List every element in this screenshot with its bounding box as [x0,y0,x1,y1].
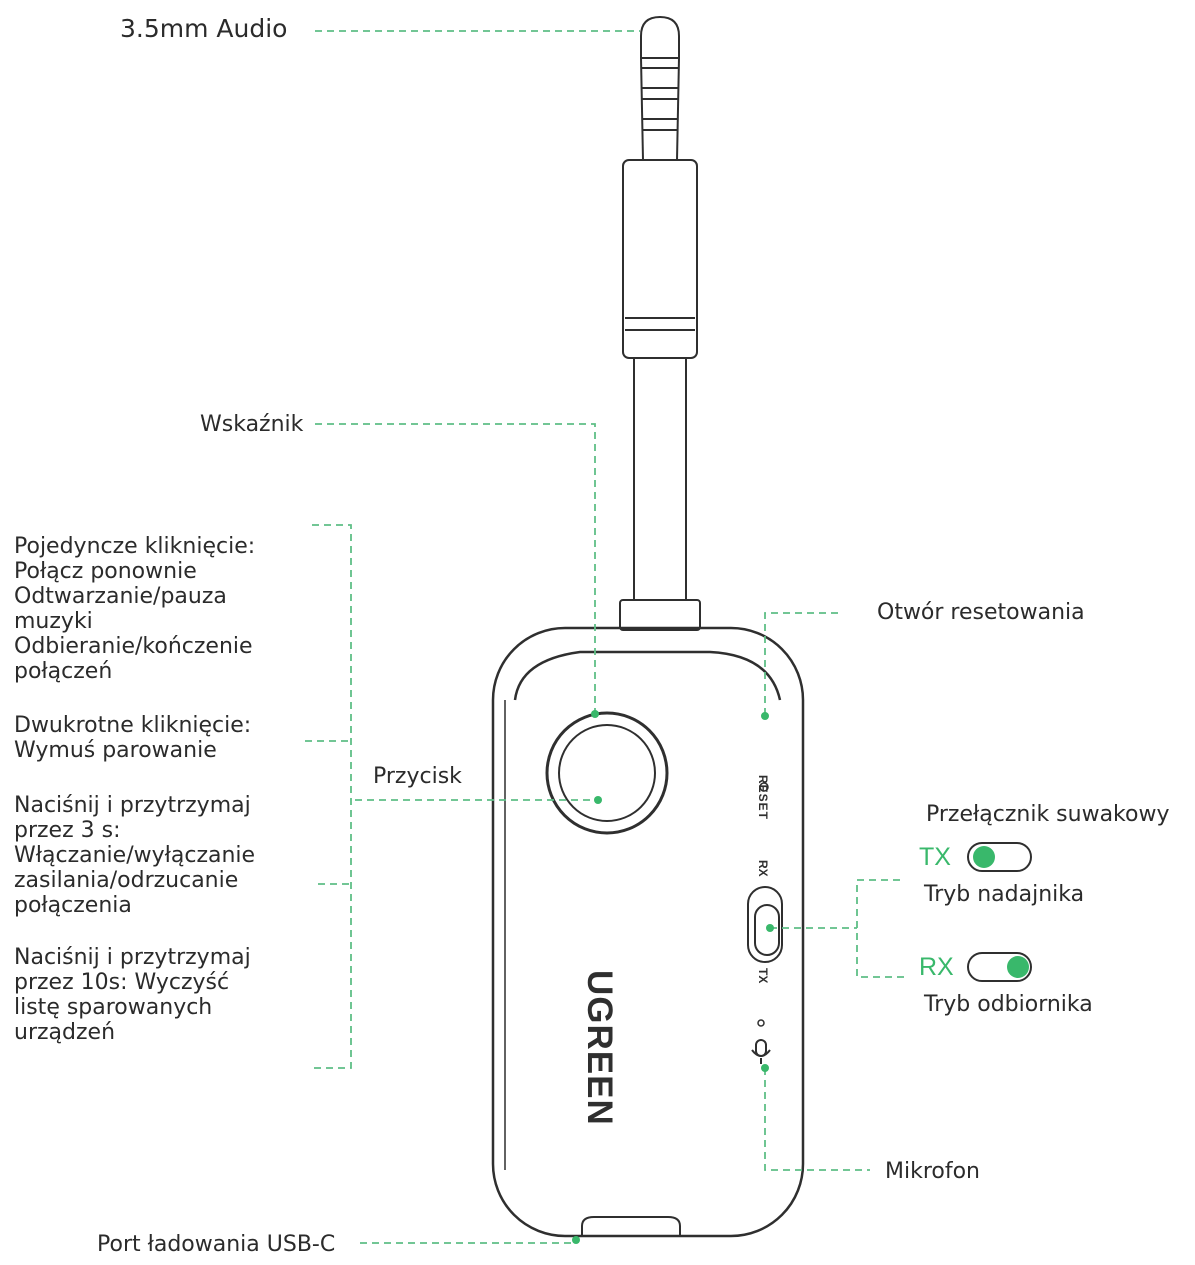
leader-lines [305,30,906,1244]
mic-dot [757,1019,765,1027]
function-single-click: Pojedyncze kliknięcie: Połącz ponownie O… [14,534,255,684]
tx-mode-name: Tryb nadajnika [924,882,1085,907]
function-hold-3s: Naciśnij i przytrzymaj przez 3 s: Włącza… [14,793,255,918]
microphone-label: Mikrofon [885,1159,981,1184]
device-body [491,626,805,1238]
function-line: Odtwarzanie/pauza [14,584,227,609]
function-hold-10s: Naciśnij i przytrzymaj przez 10s: Wyczyś… [14,945,251,1045]
slide-switch-label: Przełącznik suwakowy [926,802,1170,827]
body-slide-switch [747,886,783,963]
function-line: przez 3 s: [14,818,121,843]
audio-jack-plug [622,15,698,359]
function-line: Odbieranie/kończenie [14,634,253,659]
reset-hole [759,782,769,792]
rx-mode-code: RX [919,953,954,981]
multifunction-button [545,711,669,835]
function-line: zasilania/odrzucanie [14,868,239,893]
rx-print: RX [756,860,770,877]
function-line: Naciśnij i przytrzymaj [14,945,251,970]
function-line: listę sparowanych [14,995,213,1020]
tx-mode-toggle [967,842,1032,872]
tx-print: TX [756,968,770,983]
function-line: połączenia [14,893,132,918]
function-line: Dwukrotne kliknięcie: [14,713,252,738]
function-line: Połącz ponownie [14,559,197,584]
function-line: Pojedyncze kliknięcie: [14,534,256,559]
audio-jack-label: 3.5mm Audio [120,14,288,43]
indicator-label: Wskaźnik [200,412,304,437]
function-double-click: Dwukrotne kliknięcie: Wymuś parowanie [14,713,251,763]
function-line: Włączanie/wyłączanie [14,843,256,868]
reset-hole-label: Otwór resetowania [877,600,1085,625]
rx-mode-name: Tryb odbiornika [924,992,1093,1017]
function-line: Naciśnij i przytrzymaj [14,793,251,818]
function-line: urządzeń [14,1020,116,1045]
microphone-icon [751,1039,771,1064]
function-line: połączeń [14,659,113,684]
tx-mode-code: TX [919,843,951,871]
rx-mode-toggle [967,952,1032,982]
cable [619,358,701,631]
brand-logo: UGREEN [580,970,619,1126]
leader-dots [572,710,774,1244]
button-label: Przycisk [373,764,462,789]
function-line: przez 10s: Wyczyść [14,970,230,995]
function-line: Wymuś parowanie [14,738,217,763]
function-line: muzyki [14,609,93,634]
usb-port-label: Port ładowania USB-C [97,1232,336,1257]
reset-print: RESET [756,775,770,820]
